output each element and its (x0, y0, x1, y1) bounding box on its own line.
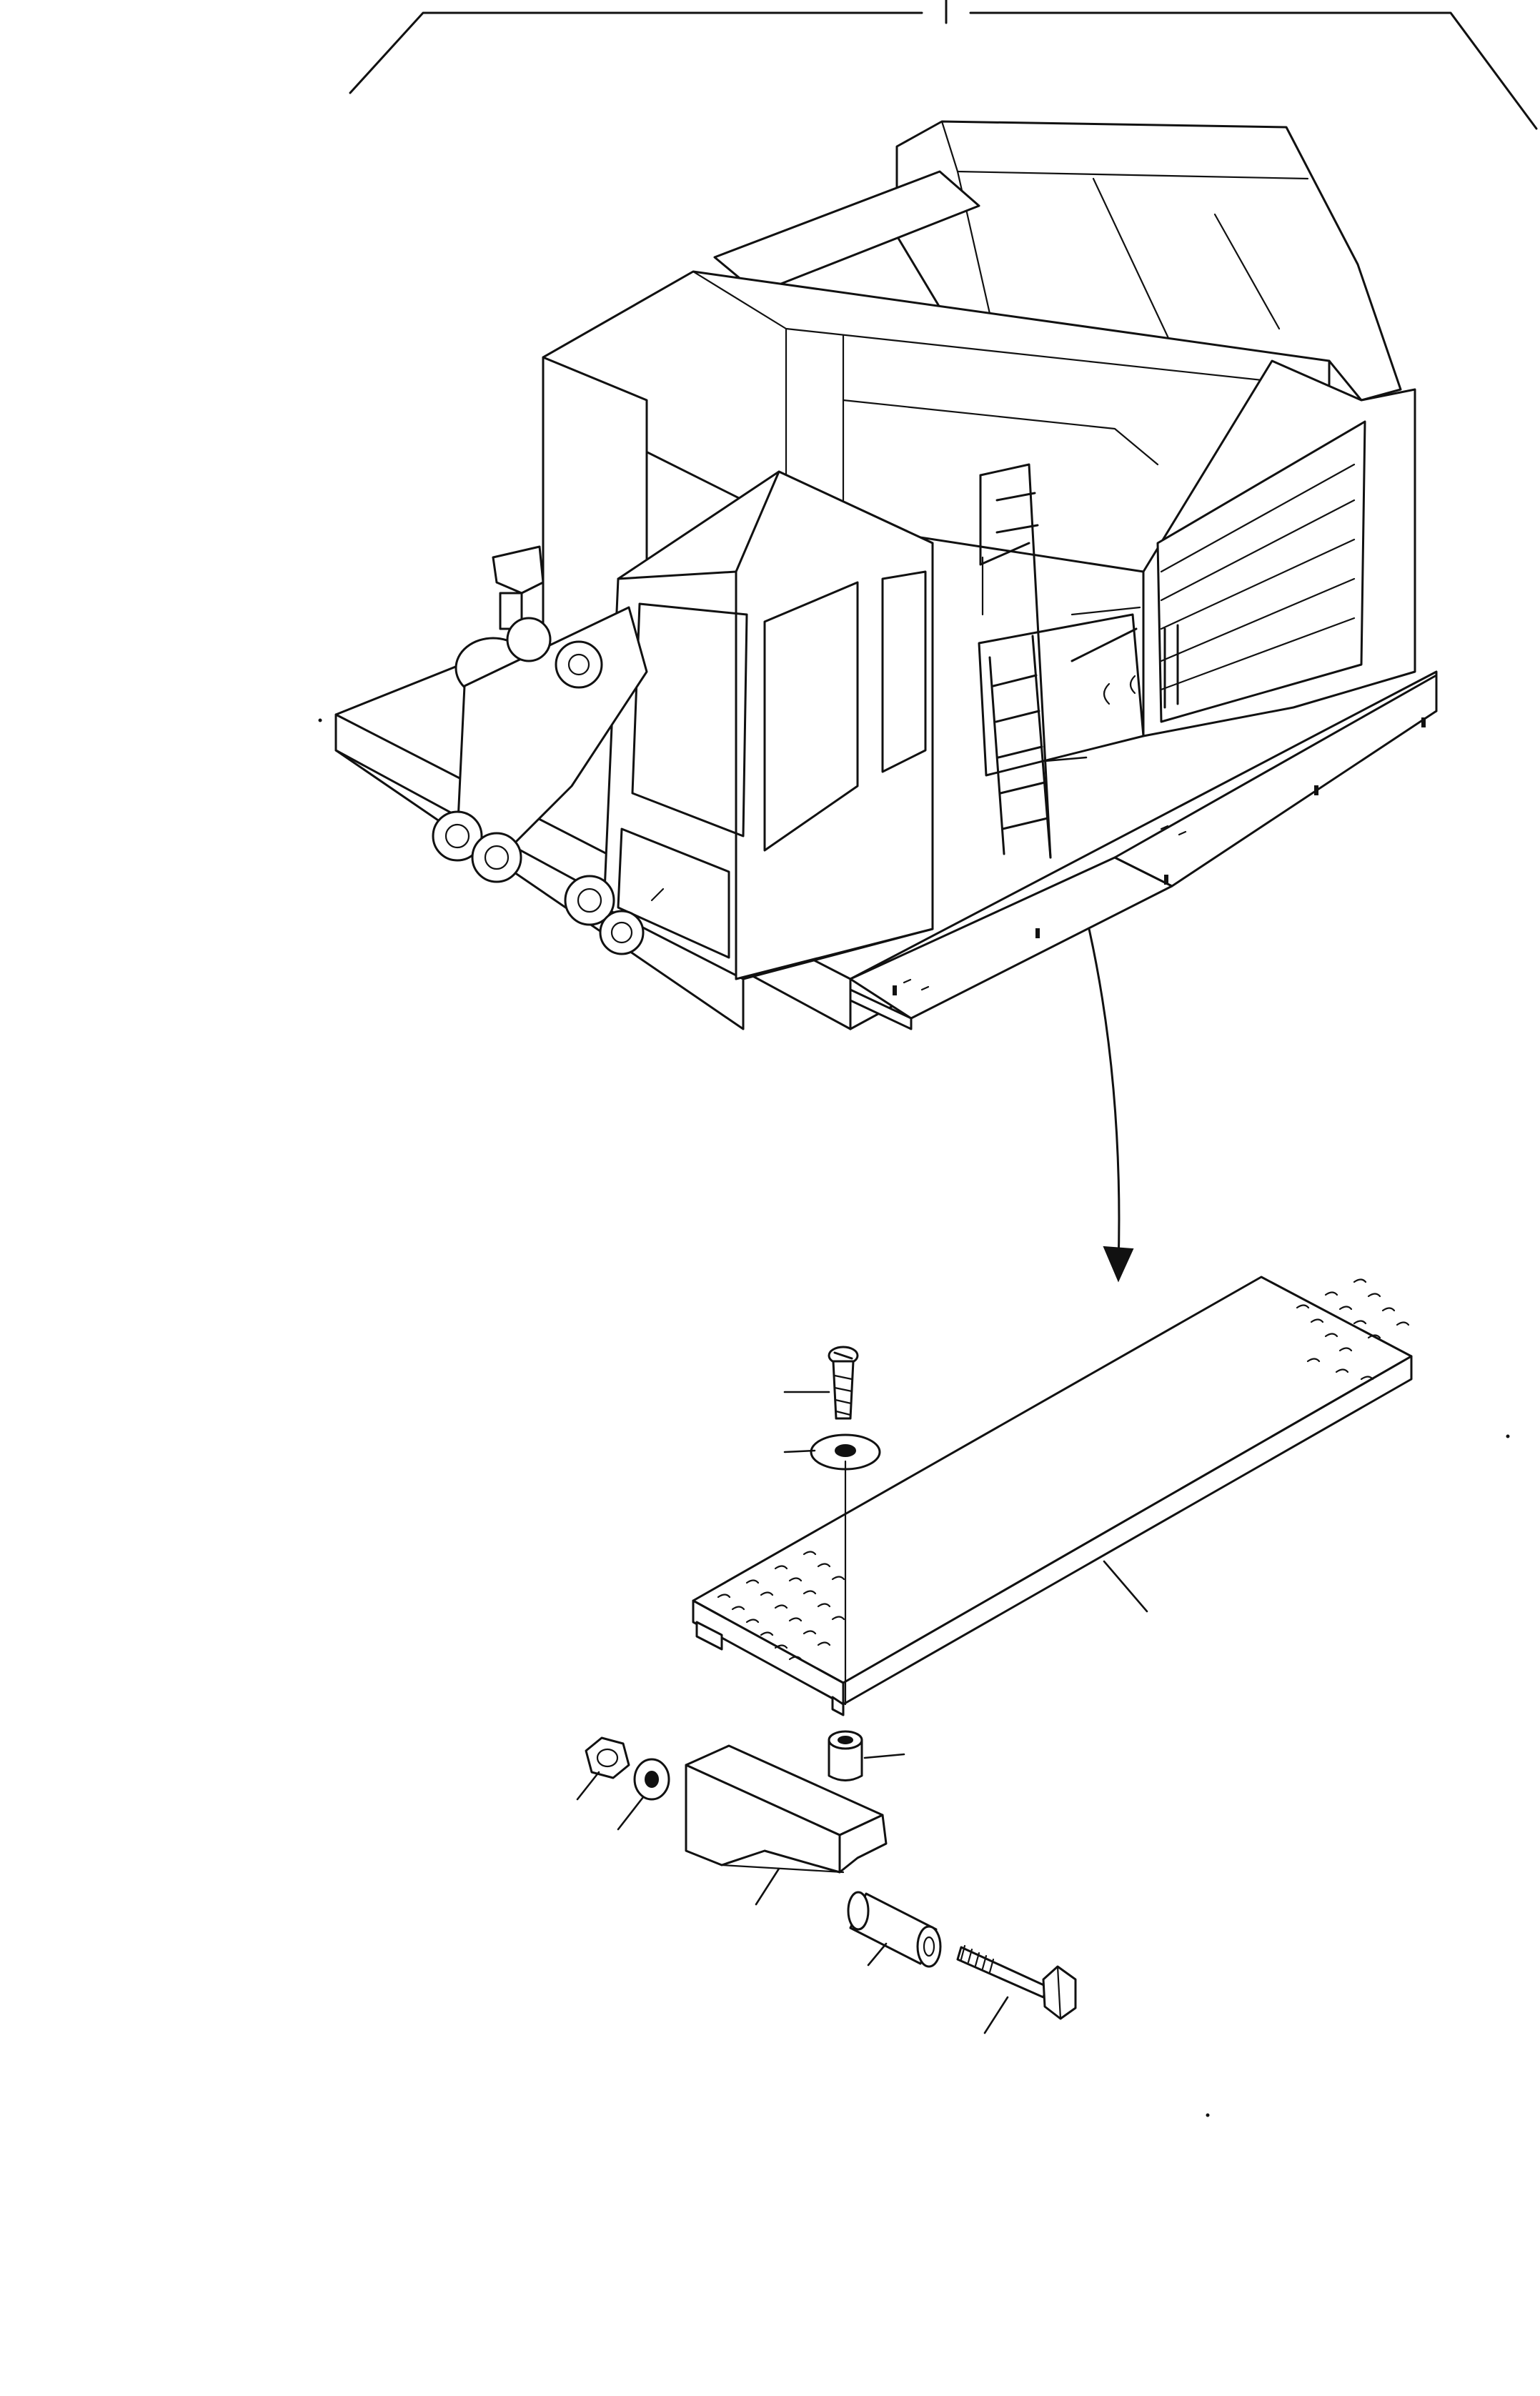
collar-icon (847, 1891, 942, 1968)
screw-icon (828, 1346, 859, 1420)
leader-line (755, 1867, 780, 1906)
operator-cab-icon (602, 470, 934, 980)
excavator-upper-structure-icon (334, 120, 1438, 1030)
hex-bolt-icon (956, 1944, 1077, 2020)
callout-leaders (576, 756, 1148, 2034)
detail-arrow-icon (1088, 928, 1134, 1283)
hex-nut-icon (585, 1736, 630, 1779)
bracket-icon (685, 1744, 888, 1874)
spacer-icon (828, 1730, 863, 1781)
ladder-icon (979, 463, 1052, 859)
scan-specks (318, 718, 1510, 2117)
leader-line (983, 1996, 1009, 2034)
leader-line (783, 1449, 816, 1453)
washer-icon (633, 1758, 670, 1801)
leader-line (576, 1771, 600, 1801)
leader-line (863, 1753, 905, 1759)
frame-bracket (349, 0, 1538, 130)
leader-line (1043, 756, 1088, 762)
leader-line (617, 1796, 645, 1831)
leader-line (867, 1942, 888, 1967)
leader-line (1103, 1560, 1148, 1613)
boom-mount-icon (432, 545, 648, 955)
perforated-walkway-plate-icon (692, 1276, 1413, 1716)
